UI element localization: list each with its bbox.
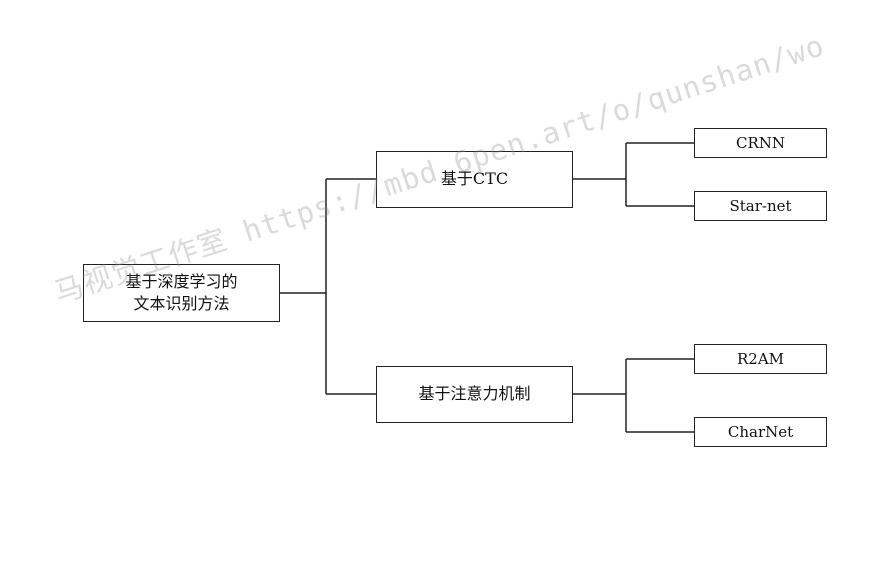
starnet-node-label: Star-net	[729, 196, 792, 215]
root-node-line-1: 基于深度学习的	[125, 271, 238, 291]
root-node: 基于深度学习的 文本识别方法	[83, 264, 280, 322]
attention-node-label: 基于注意力机制	[418, 384, 531, 404]
r2am-node: R2AM	[694, 344, 827, 374]
starnet-node: Star-net	[694, 191, 827, 221]
root-node-line-2: 文本识别方法	[133, 294, 230, 313]
ctc-node: 基于CTC	[376, 151, 573, 208]
r2am-node-label: R2AM	[736, 349, 785, 368]
attention-node: 基于注意力机制	[376, 366, 573, 423]
charnet-node-label: CharNet	[727, 422, 794, 441]
crnn-node: CRNN	[694, 128, 827, 158]
charnet-node: CharNet	[694, 417, 827, 447]
ctc-node-label: 基于CTC	[440, 169, 509, 189]
crnn-node-label: CRNN	[735, 133, 786, 152]
